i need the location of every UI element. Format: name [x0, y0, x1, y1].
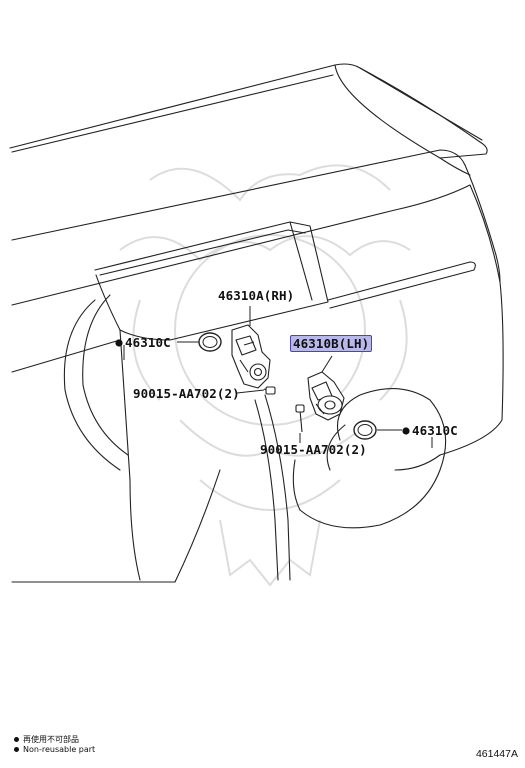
screw-lower: [295, 404, 305, 433]
legend-jp-text: 再使用不可部品: [23, 735, 79, 744]
callout-46310a-rh[interactable]: 46310A(RH): [218, 288, 295, 303]
callout-46310c-left[interactable]: 46310C: [125, 335, 171, 350]
leader-lines: [123, 306, 433, 448]
callout-46310b-lh[interactable]: 46310B(LH): [290, 335, 373, 352]
callout-46310c-right[interactable]: 46310C: [412, 423, 458, 438]
legend-en: Non-reusable part: [14, 745, 95, 754]
figure-number: 461447A: [475, 748, 518, 760]
non-reusable-mark-left: [115, 339, 123, 347]
watermark-emblem: [119, 164, 411, 587]
left-cap-ring: [198, 332, 222, 352]
callout-screw-lower[interactable]: 90015-AA702(2): [260, 442, 367, 457]
callout-screw-upper[interactable]: 90015-AA702(2): [133, 386, 240, 401]
non-reusable-mark-right: [402, 427, 410, 435]
bullet-icon: [14, 737, 19, 742]
lh-brake-bracket: [307, 371, 345, 421]
legend-jp: 再使用不可部品: [14, 734, 79, 745]
rh-brake-bracket: [231, 324, 271, 389]
legend-en-text: Non-reusable part: [23, 745, 96, 754]
vehicle-body-outline: [9, 63, 504, 583]
bullet-icon: [14, 747, 19, 752]
screw-upper: [263, 386, 276, 395]
right-cap-ring: [353, 420, 377, 440]
